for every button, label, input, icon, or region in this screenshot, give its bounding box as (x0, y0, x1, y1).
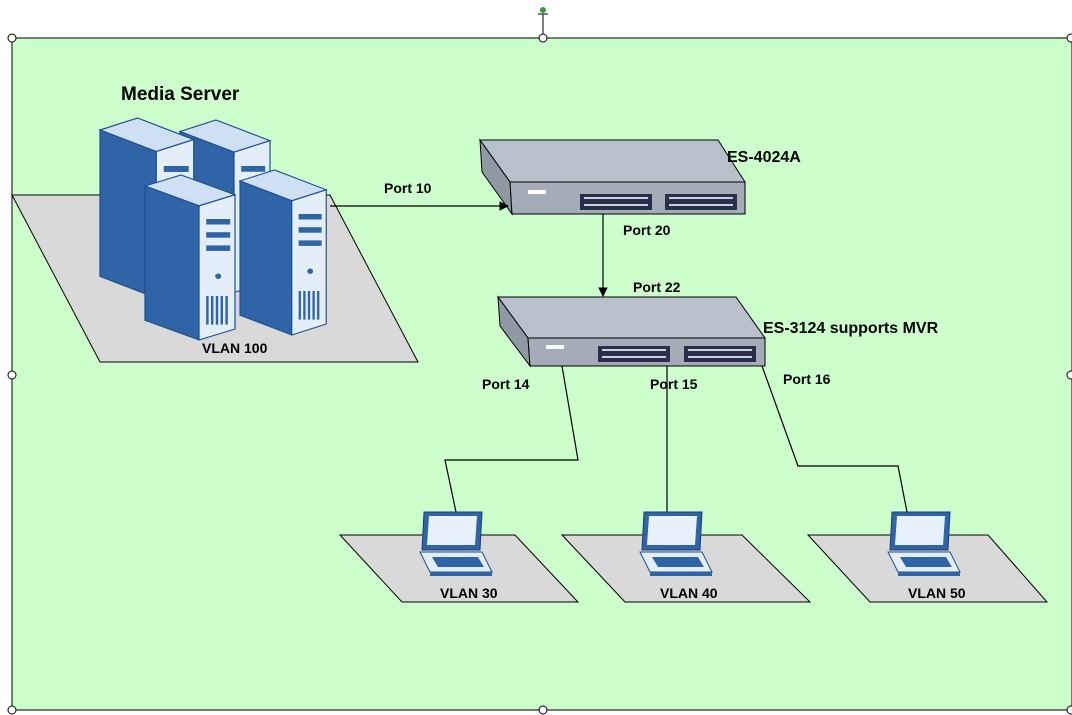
port-16-label: Port 16 (783, 371, 831, 387)
vlan50-label: VLAN 50 (908, 585, 966, 601)
link-to-vlan30 (444, 365, 579, 513)
port-10-label: Port 10 (384, 180, 432, 196)
media-server-label: Media Server (121, 84, 240, 105)
vlan100-label: VLAN 100 (202, 340, 268, 356)
port-22-label: Port 22 (633, 279, 681, 295)
core-switch-label: ES-4024A (727, 149, 801, 166)
port-15-label: Port 15 (650, 376, 698, 392)
port-20-label: Port 20 (623, 222, 671, 238)
access-switch-label: ES-3124 supports MVR (763, 320, 939, 337)
port-14-label: Port 14 (482, 376, 530, 392)
rotate-handle[interactable] (540, 7, 546, 13)
selection-handles[interactable] (7, 33, 1072, 715)
access-switch-icon (497, 295, 766, 368)
vlan40-label: VLAN 40 (660, 585, 718, 601)
link-to-vlan50 (761, 365, 908, 513)
core-switch-icon (479, 138, 746, 216)
vlan30-label: VLAN 30 (440, 585, 498, 601)
